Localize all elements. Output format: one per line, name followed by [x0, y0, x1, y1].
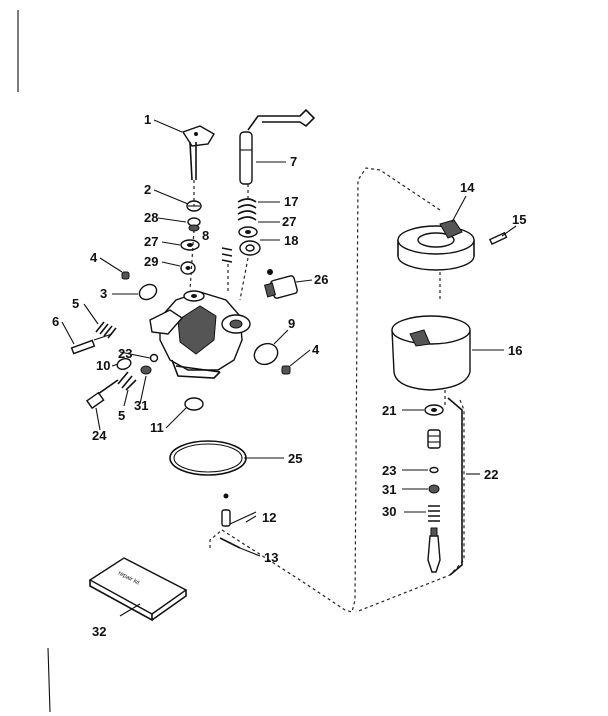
- callout-10: 10: [96, 358, 110, 373]
- part-23-oring-left: [149, 353, 159, 363]
- callout-31-right: 31: [382, 482, 396, 497]
- callout-labels: 1 2 3 4 4 5 5 6 7 8 9 10 11 12 13 14 15 …: [52, 112, 526, 639]
- callout-26: 26: [314, 272, 328, 287]
- part-26-fitting: [263, 269, 298, 299]
- callout-32: 32: [92, 624, 106, 639]
- part-27-washer-left: [180, 239, 200, 251]
- part-23-oring-right: [429, 466, 439, 474]
- part-4-nut-lower: [281, 365, 291, 375]
- part-28-screw: [187, 217, 201, 232]
- callout-25: 25: [288, 451, 302, 466]
- part-9-disc: [253, 342, 279, 366]
- part-5-spring-lower: [117, 371, 137, 391]
- callout-16: 16: [508, 343, 522, 358]
- callout-28: 28: [144, 210, 158, 225]
- callout-7: 7: [290, 154, 297, 169]
- part-32-repair-kit: repair kit: [88, 557, 188, 622]
- callout-23-right: 23: [382, 463, 396, 478]
- carburetor-body: [149, 290, 251, 379]
- part-6-idle-screw: [70, 333, 113, 355]
- callout-5-upper: 5: [72, 296, 79, 311]
- callout-15: 15: [512, 212, 526, 227]
- callout-31-left: 31: [134, 398, 148, 413]
- part-3-gasket: [138, 283, 158, 301]
- callout-29: 29: [144, 254, 158, 269]
- part-7-choke-shaft: [239, 108, 316, 185]
- part-30-spring: [428, 505, 440, 522]
- part-24-main-jet-screw: [85, 379, 119, 410]
- assembly-outline-dashed: [209, 167, 465, 613]
- part-31-seal-left: [140, 365, 152, 375]
- part-5-spring-upper: [95, 321, 117, 339]
- callout-11: 11: [150, 420, 164, 435]
- callout-30: 30: [382, 504, 396, 519]
- part-29-nut: [180, 261, 196, 275]
- callout-22: 22: [484, 467, 498, 482]
- callout-2: 2: [144, 182, 151, 197]
- part-12-float-pin: [221, 493, 231, 527]
- callout-18: 18: [284, 233, 298, 248]
- callout-27-right: 27: [282, 214, 296, 229]
- callout-3: 3: [100, 286, 107, 301]
- callout-5-lower: 5: [118, 408, 125, 423]
- callout-13: 13: [264, 550, 278, 565]
- part-10-plug: [116, 358, 132, 370]
- part-4-nut-upper: [121, 271, 130, 280]
- callout-4-lower: 4: [312, 342, 320, 357]
- callout-17: 17: [284, 194, 298, 209]
- part-21-washer: [424, 404, 444, 416]
- callout-8: 8: [202, 228, 209, 243]
- callout-6: 6: [52, 314, 59, 329]
- part-27-washer-right: [238, 226, 258, 238]
- callout-14: 14: [460, 180, 475, 195]
- part-18-seal: [239, 240, 261, 256]
- part-13-hinge-pin: [219, 537, 241, 549]
- part-17-spring: [237, 198, 257, 221]
- part-16-float-bowl: [391, 315, 471, 391]
- callout-4-upper: 4: [90, 250, 98, 265]
- part-22-main-nozzle: [427, 429, 441, 449]
- leader-lines: [61, 119, 517, 617]
- part-31-seal-right: [428, 484, 440, 494]
- part-22-nozzle-tip: [427, 527, 441, 573]
- part-1-throttle-shaft: [181, 125, 215, 181]
- part-11-oring: [184, 397, 204, 411]
- part-8-spring: [221, 247, 233, 263]
- callout-27-left: 27: [144, 234, 158, 249]
- callout-12: 12: [262, 510, 276, 525]
- part-22-bracket: [447, 397, 463, 576]
- callout-24: 24: [92, 428, 107, 443]
- callout-23-left: 23: [118, 346, 132, 361]
- callout-21: 21: [382, 403, 396, 418]
- callout-1: 1: [144, 112, 151, 127]
- scan-edge-mark-bottom: [47, 647, 51, 713]
- part-14-float: [397, 219, 475, 271]
- part-25-bowl-gasket: [169, 440, 247, 476]
- callout-9: 9: [288, 316, 295, 331]
